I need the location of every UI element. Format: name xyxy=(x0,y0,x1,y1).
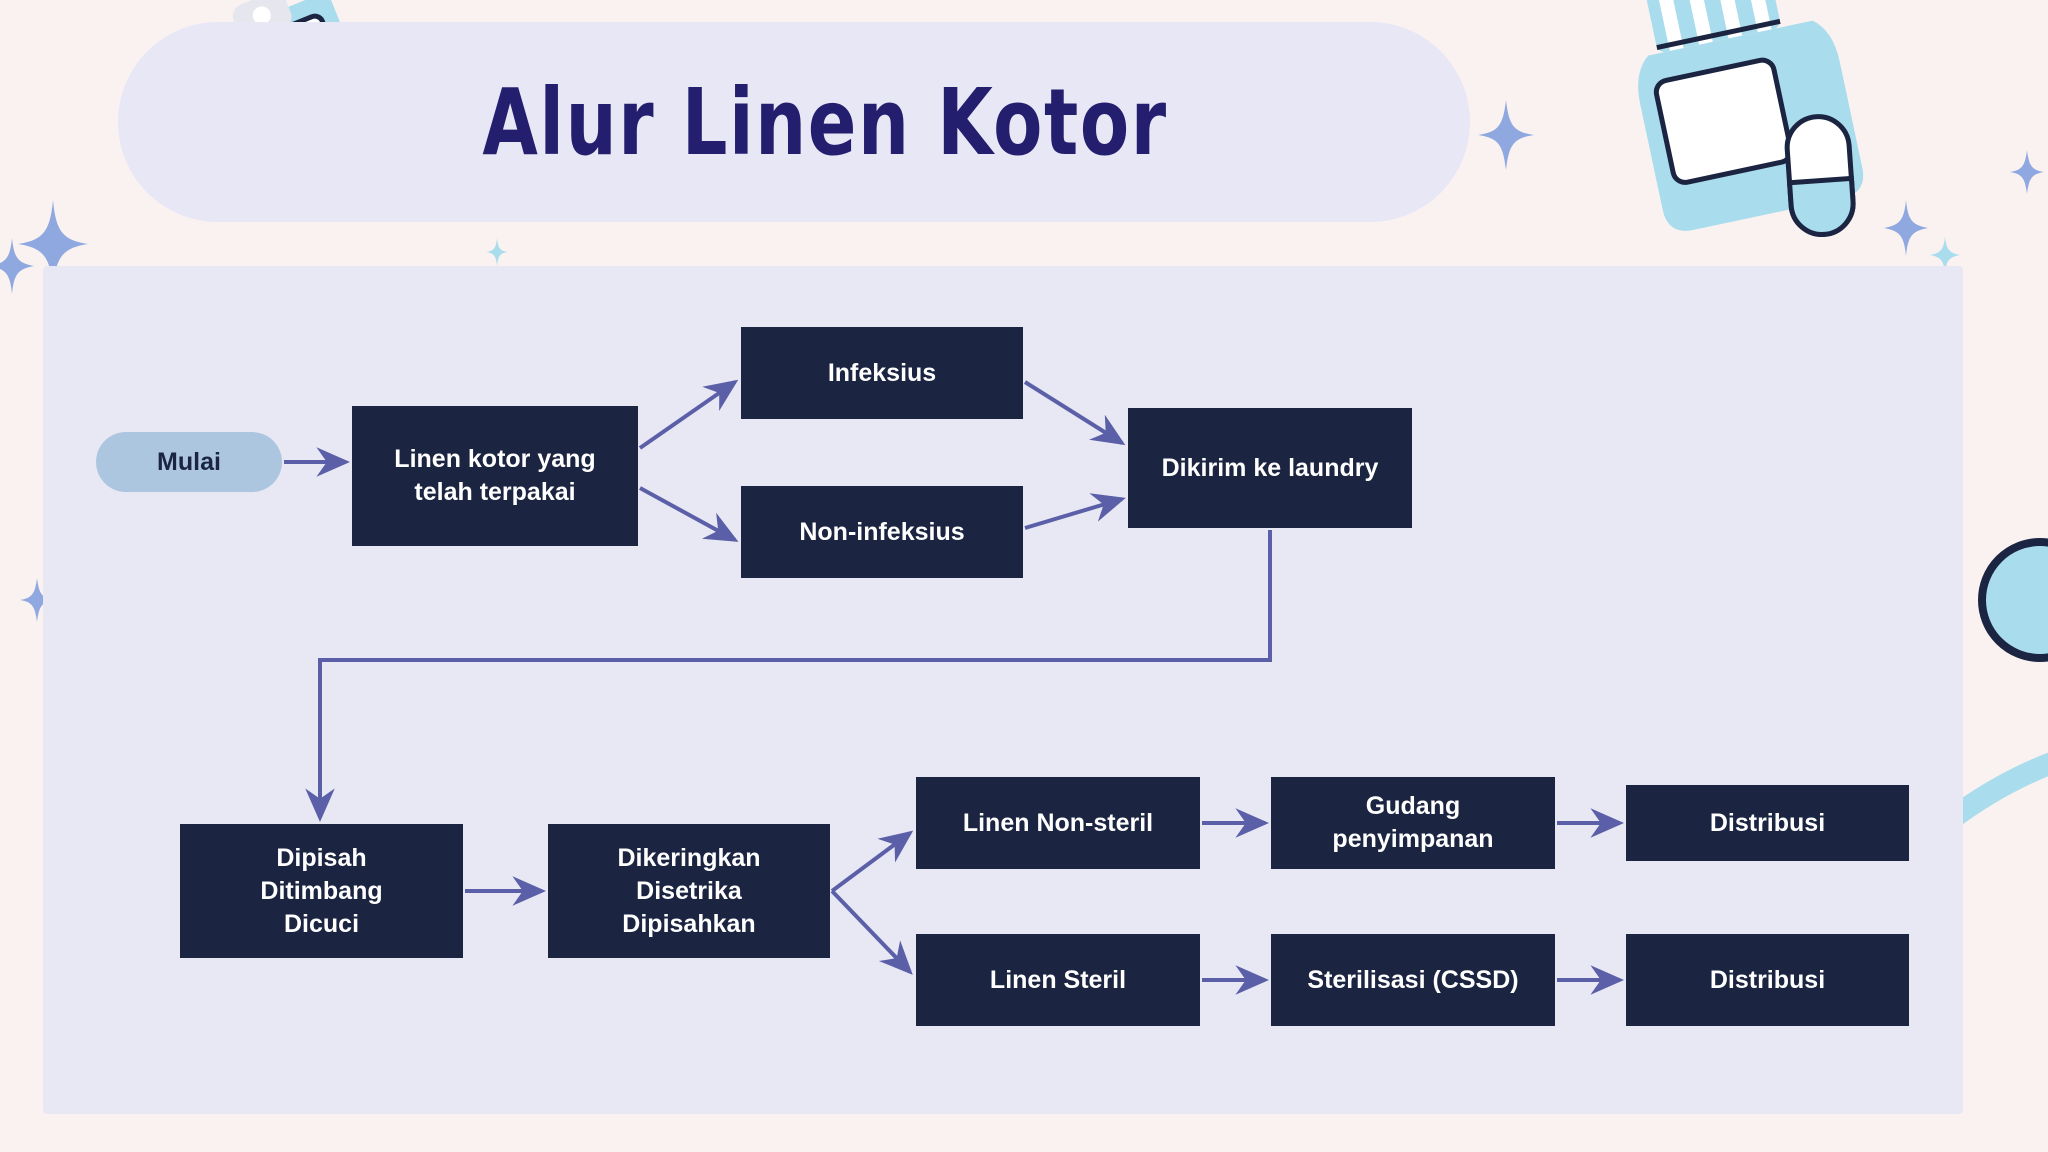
flow-node-mulai[interactable]: Mulai xyxy=(96,432,282,492)
flow-node-non-steril[interactable]: Linen Non-steril xyxy=(916,777,1200,869)
sparkle-icon xyxy=(2010,150,2044,194)
page-title: Alur Linen Kotor xyxy=(482,68,1168,176)
flow-node-linen-kotor[interactable]: Linen kotor yang telah terpakai xyxy=(352,406,638,546)
flow-node-distribusi-1[interactable]: Distribusi xyxy=(1626,785,1909,861)
flow-node-non-infeksius[interactable]: Non-infeksius xyxy=(741,486,1023,578)
flow-node-cssd[interactable]: Sterilisasi (CSSD) xyxy=(1271,934,1555,1026)
flow-node-infeksius[interactable]: Infeksius xyxy=(741,327,1023,419)
medicine-bottle-illustration xyxy=(1638,0,1864,237)
flow-node-distribusi-2[interactable]: Distribusi xyxy=(1626,934,1909,1026)
sparkle-icon xyxy=(486,238,508,266)
sparkle-icon xyxy=(0,238,34,294)
flow-node-laundry[interactable]: Dikirim ke laundry xyxy=(1128,408,1412,528)
sparkle-icon xyxy=(1478,100,1534,170)
flow-node-dipisah[interactable]: Dipisah Ditimbang Dicuci xyxy=(180,824,463,958)
flow-node-dikeringkan[interactable]: Dikeringkan Disetrika Dipisahkan xyxy=(548,824,830,958)
sparkle-icon xyxy=(1884,200,1928,256)
flow-node-gudang[interactable]: Gudang penyimpanan xyxy=(1271,777,1555,869)
sparkle-icon xyxy=(1795,118,1829,162)
sparkle-icon xyxy=(1990,600,2012,628)
flow-node-steril[interactable]: Linen Steril xyxy=(916,934,1200,1026)
